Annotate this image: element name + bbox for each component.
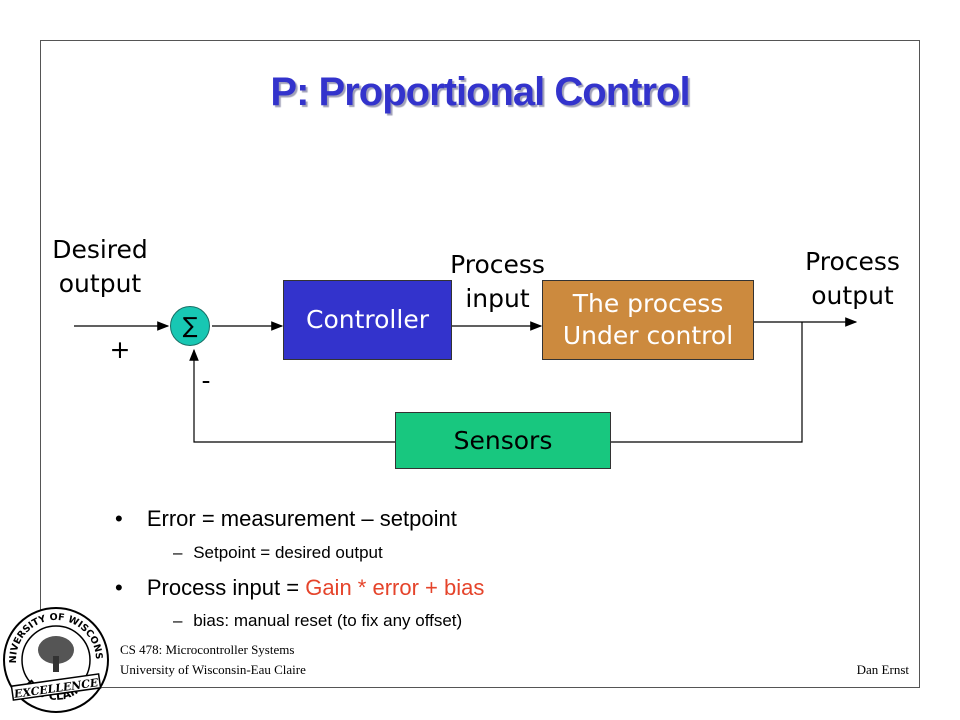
minus-sign: - [201,366,211,395]
wire-feedback-right [611,322,803,443]
label-desired-output: Desired output [40,233,160,301]
sub-dash: – [173,543,183,562]
controller-box: Controller [283,280,452,360]
wire-feedback-left [189,348,395,443]
summing-junction: ∑ [170,306,210,346]
bullet-highlight-text: Gain * error + bias [305,575,485,600]
desired-output-line1: Desired [52,235,148,264]
sub-dash: – [173,611,183,630]
process-input-line2: input [465,284,530,313]
bullet-setpoint-text: Setpoint = desired output [193,543,383,562]
process-box-line2: Under control [562,321,734,350]
plus-sign: + [109,335,131,364]
footer-author: Dan Ernst [856,662,909,677]
bullet-dot: • [115,506,123,531]
slide-title: P: Proportional Control [270,70,690,114]
desired-output-line2: output [58,269,142,298]
process-input-line1: Process [450,250,545,279]
slide-frame [40,40,920,688]
process-box: The process Under control [542,280,754,360]
bullet-dot: • [115,575,123,600]
footer-course: CS 478: Microcontroller Systems [120,642,295,657]
bullet-setpoint: – Setpoint = desired output [173,543,383,563]
bullet-bias: – bias: manual reset (to fix any offset) [173,611,462,631]
label-process-input: Process input [425,248,570,316]
process-output-line2: output [811,281,894,310]
bullet-error: • Error = measurement – setpoint [115,506,457,532]
bullet-bias-text: bias: manual reset (to fix any offset) [193,611,463,630]
footer-university: University of Wisconsin-Eau Claire [120,662,306,677]
bullet-error-text: Error = measurement – setpoint [146,506,457,531]
label-process-output: Process output [780,245,925,313]
university-seal-logo: UNIVERSITY OF WISCONSIN EAU CLAIRE EXCEL… [2,604,109,713]
bullet-process-input: • Process input = Gain * error + bias [115,575,484,601]
bullet-process-input-text: Process input = [146,575,306,600]
process-box-line1: The process [572,289,724,318]
sensors-box: Sensors [395,412,611,469]
process-output-line1: Process [805,247,900,276]
